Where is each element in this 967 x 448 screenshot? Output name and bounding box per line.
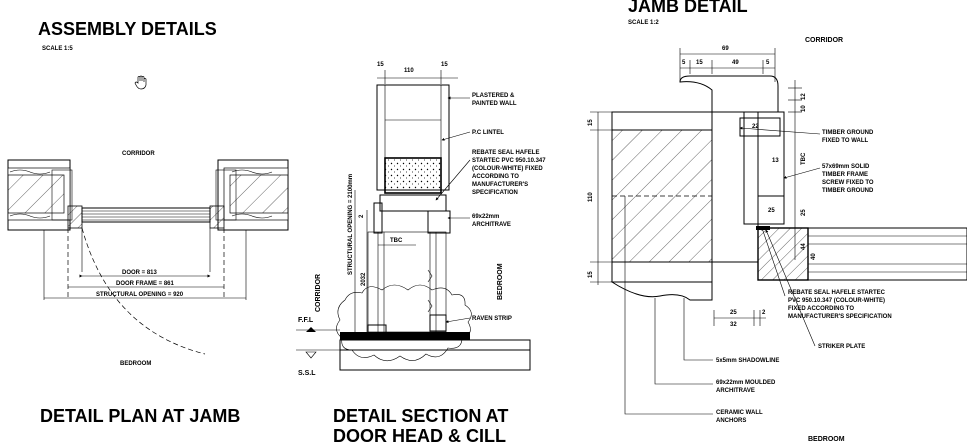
jamb-solid-1: 57x69mm SOLID: [822, 164, 870, 170]
jamb-ceramic-2: ANCHORS: [716, 418, 746, 424]
jamb-timber-1: TIMBER GROUND: [822, 130, 874, 136]
jamb-dim-40: 40: [811, 253, 817, 260]
section-plastered: PLASTERED &: [472, 93, 515, 99]
jamb-moulded-2: ARCHITRAVE: [716, 388, 755, 394]
section-rebate-6: SPECIFICATION: [472, 190, 518, 196]
section-lintel: P.C LINTEL: [472, 130, 504, 136]
jamb-dim-5b: 5: [766, 60, 770, 66]
jamb-dim-49: 49: [732, 60, 739, 66]
section-rebate-5: MANUFACTURER'S: [472, 182, 528, 188]
section-dim-110: 110: [404, 68, 414, 74]
jamb-dim-25h: 25: [768, 208, 775, 214]
jamb-dim-2b: 2: [762, 310, 766, 316]
section-painted: PAINTED WALL: [472, 101, 517, 107]
section-ffl: F.F.L: [298, 317, 314, 324]
section-bedroom: BEDROOM: [497, 263, 504, 300]
section-dim-15a: 15: [377, 62, 384, 68]
section-dim-15b: 15: [441, 62, 448, 68]
jamb-solid-3: SCREW FIXED TO: [822, 180, 874, 186]
jamb-shadow: 5x5mm SHADOWLINE: [716, 358, 779, 364]
jamb-title: JAMB DETAIL: [628, 0, 748, 16]
section-arch-1: 69x22mm: [472, 214, 499, 220]
jamb-rebate-3: FIXED ACCORDING TO: [788, 306, 854, 312]
plan-title: DETAIL PLAN AT JAMB: [40, 406, 240, 426]
section-raven: RAVEN STRIP: [472, 316, 512, 322]
plan-opening-dim: STRUCTURAL OPENING = 920: [96, 292, 184, 298]
jamb-bedroom: BEDROOM: [808, 436, 845, 443]
section-rebate-1: REBATE SEAL HAFELE: [472, 150, 539, 156]
jamb-dim-69: 69: [722, 46, 729, 52]
section-ssl: S.S.L: [298, 370, 316, 377]
jamb-dim-15-left2: 15: [588, 271, 594, 278]
jamb-dim-25b: 25: [730, 310, 737, 316]
assembly-title: ASSEMBLY DETAILS: [38, 19, 217, 39]
jamb-moulded-1: 69x22mm MOULDED: [716, 380, 776, 386]
jamb-dim-10: 10: [801, 105, 807, 112]
section-dim-2032: 2032: [361, 272, 367, 286]
detail-section-door-head: 15 110 15 F.F.L S.S.L: [296, 62, 546, 377]
section-title-line1: DETAIL SECTION AT: [333, 406, 508, 426]
jamb-dim-22: 22: [752, 124, 759, 130]
jamb-scale: SCALE 1:2: [628, 20, 659, 26]
jamb-dim-15-left1: 15: [588, 119, 594, 126]
jamb-dim-12: 12: [801, 93, 807, 100]
plan-frame-dim: DOOR FRAME = 861: [116, 281, 175, 287]
hand-cursor-icon: [134, 75, 147, 90]
section-title-line2: DOOR HEAD & CILL: [333, 426, 506, 446]
jamb-solid-4: TIMBER GROUND: [822, 188, 874, 194]
jamb-dim-25v: 25: [801, 209, 807, 216]
section-tbc: TBC: [390, 238, 403, 244]
assembly-scale: SCALE 1:5: [42, 46, 73, 52]
jamb-rebate-2: PVC 950.10.347 (COLOUR-WHITE): [788, 298, 885, 304]
jamb-rebate-4: MANUFACTURER'S SPECIFICATION: [788, 314, 892, 320]
jamb-rebate-1: REBATE SEAL HAFELE STARTEC: [788, 290, 886, 296]
jamb-dim-32: 32: [730, 322, 737, 328]
jamb-ceramic-1: CERAMIC WALL: [716, 410, 763, 416]
section-rebate-4: ACCORDING TO: [472, 174, 519, 180]
jamb-dim-15: 15: [696, 60, 703, 66]
jamb-corridor: CORRIDOR: [805, 37, 843, 44]
plan-bedroom-label: BEDROOM: [120, 361, 151, 367]
section-dim-2: 2: [359, 214, 365, 218]
plan-corridor-label: CORRIDOR: [122, 151, 155, 157]
section-rebate-2: STARTEC PVC 950.10.347: [472, 158, 546, 164]
section-arch-2: ARCHITRAVE: [472, 222, 511, 228]
jamb-striker: STRIKER PLATE: [818, 344, 865, 350]
jamb-dim-5a: 5: [682, 60, 686, 66]
section-corridor: CORRIDOR: [315, 274, 322, 312]
jamb-solid-2: TIMBER FRAME: [822, 172, 868, 178]
plan-door-dim: DOOR = 813: [122, 270, 158, 276]
section-struct-opening: STRUCTURAL OPENING = 2100mm: [348, 174, 354, 275]
jamb-detail: 69 5 15 49 5 CORRIDOR 12 10 TBC 25 44 40…: [588, 37, 967, 443]
jamb-tbc: TBC: [801, 152, 807, 165]
jamb-dim-13: 13: [772, 158, 779, 164]
jamb-dim-110: 110: [588, 192, 594, 202]
section-rebate-3: (COLOUR-WHITE) FIXED: [472, 166, 543, 172]
detail-plan-at-jamb: DOOR = 813 DOOR FRAME = 861 STRUCTURAL O…: [7, 151, 289, 367]
jamb-timber-2: FIXED TO WALL: [822, 138, 869, 144]
